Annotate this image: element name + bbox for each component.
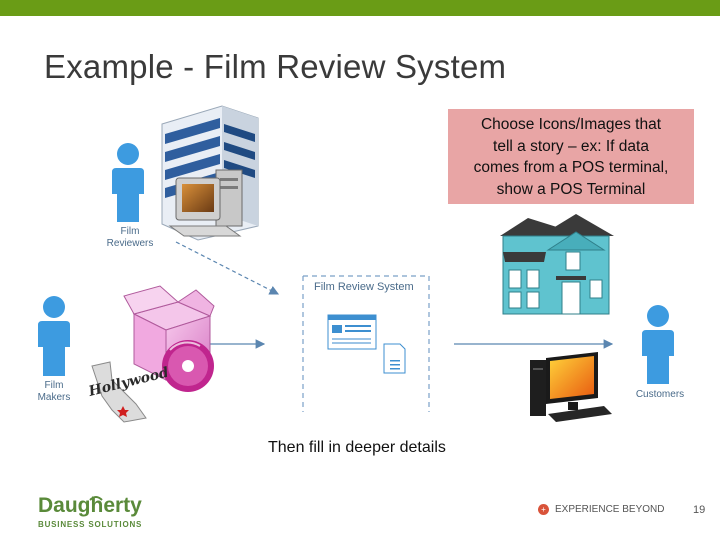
callout-line: Choose Icons/Images that <box>480 116 662 133</box>
bottom-caption: Then fill in deeper details <box>268 439 446 456</box>
callout-line: show a POS Terminal <box>496 180 646 198</box>
california-map-icon: Hollywood <box>86 361 171 423</box>
film-disc-icon <box>162 340 214 392</box>
system-box <box>302 275 430 412</box>
label-line: Reviewers <box>106 238 154 249</box>
tagline: + EXPERIENCE BEYOND <box>538 504 664 515</box>
reviewers-to-system-arrow <box>175 241 280 295</box>
company-logo-name: Daugherty <box>38 494 142 517</box>
callout-line: tell a story – ex: If data <box>493 137 649 155</box>
filmmaker-person-icon <box>38 296 70 376</box>
label-line: Makers <box>37 392 71 403</box>
callout-note: Choose Icons/Images that tell a story – … <box>448 109 694 204</box>
slide-title: Example - Film Review System <box>44 48 507 85</box>
customer-person-icon <box>642 305 674 384</box>
label-line: Film <box>120 226 140 237</box>
tagline-plus-icon: + <box>538 504 549 515</box>
reviewer-person-icon <box>112 143 144 222</box>
label-line: Film <box>44 380 64 391</box>
company-logo-subtitle: BUSINESS SOLUTIONS <box>38 520 143 529</box>
logo-swoosh-icon <box>89 496 103 501</box>
desktop-computer-icon <box>168 169 243 237</box>
document-icon <box>383 343 406 374</box>
top-accent-bar <box>0 0 720 16</box>
house-icon <box>500 214 614 315</box>
pos-terminal-icon <box>530 352 612 422</box>
system-label: Film Review System <box>314 281 414 293</box>
application-window-icon <box>327 314 377 350</box>
tagline-text: EXPERIENCE BEYOND <box>555 504 665 515</box>
reviewers-label: Film Reviewers <box>104 226 156 250</box>
customers-label: Customers <box>635 389 685 400</box>
callout-line: comes from a POS terminal, <box>473 159 669 176</box>
page-number: 19 <box>693 504 706 516</box>
makers-label: Film Makers <box>32 380 76 404</box>
